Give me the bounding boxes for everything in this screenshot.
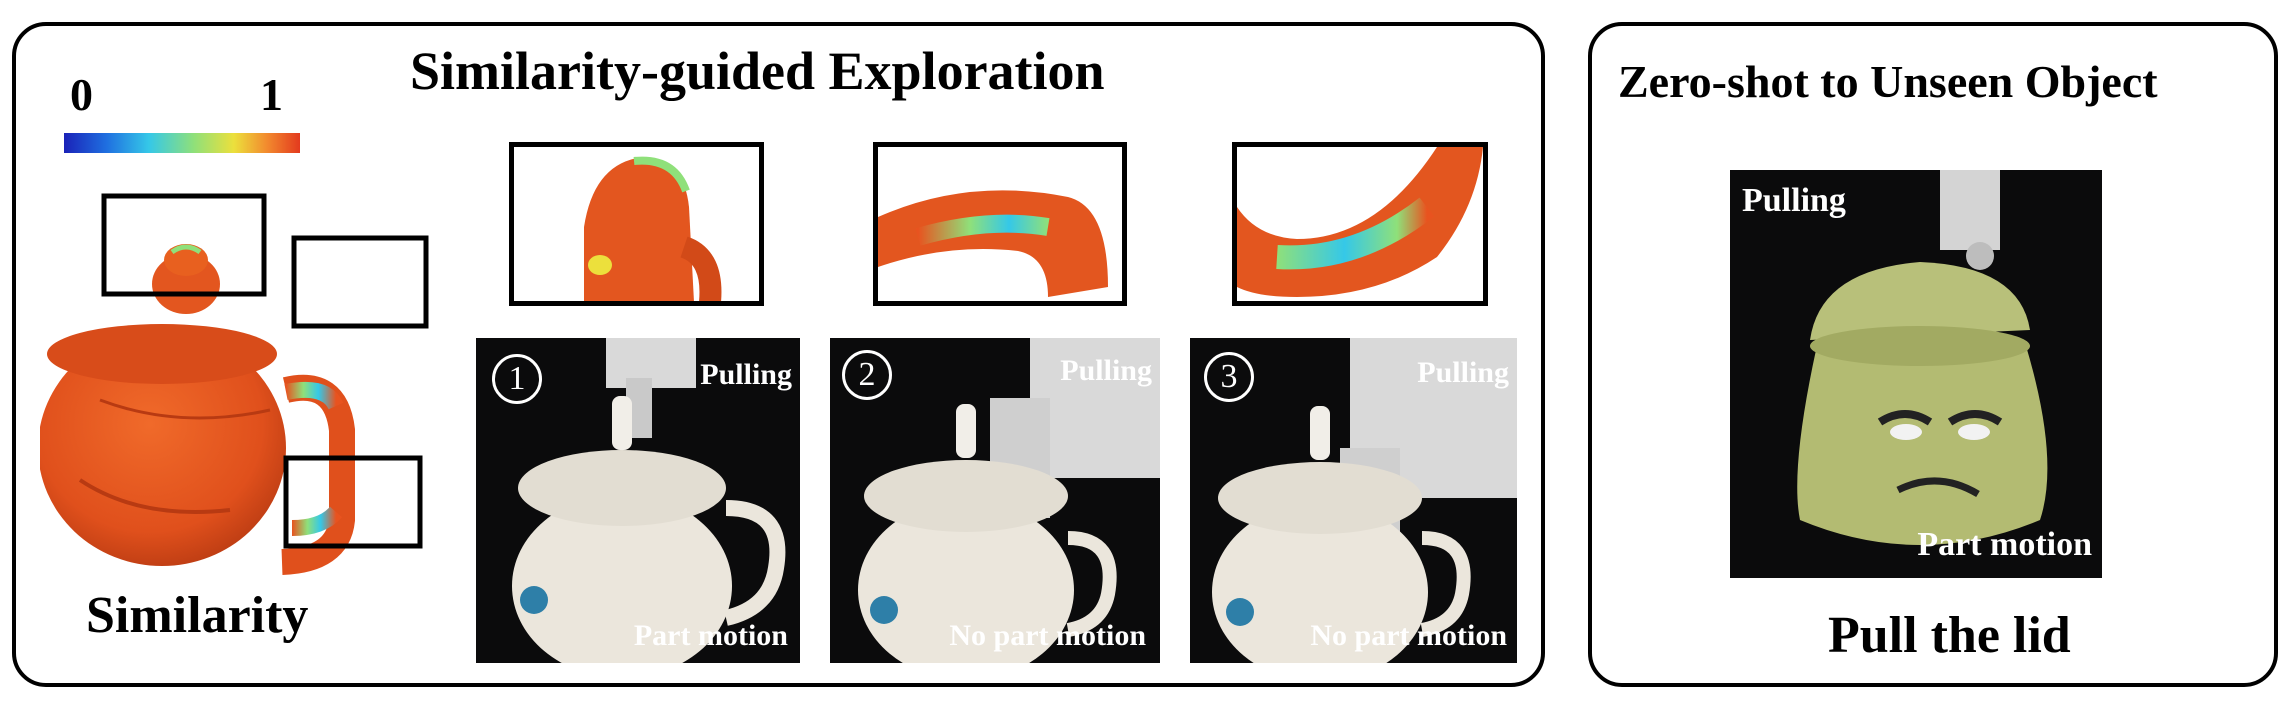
task-caption: Pull the lid	[1828, 607, 2071, 664]
colorbar-min-label: 0	[70, 69, 93, 120]
unseen-action: Pulling	[1742, 182, 1846, 219]
unseen-object-photo: Pulling Part motion	[1730, 170, 2102, 578]
panel-title: Zero-shot to Unseen Object	[1618, 56, 2158, 107]
zoom-crop-lid	[509, 142, 764, 306]
step-1-result: Part motion	[633, 619, 788, 652]
step-1-photo: 1 Pulling Part motion	[476, 338, 800, 663]
step-2-action: Pulling	[1060, 354, 1152, 387]
colorbar-max-label: 1	[260, 69, 283, 120]
step-3-action: Pulling	[1417, 356, 1509, 389]
step-number-badge: 2	[842, 350, 892, 400]
panel-title: Similarity-guided Exploration	[410, 41, 1105, 101]
handle-top-highlight-box	[291, 235, 429, 329]
similarity-heatmap-teapot	[40, 193, 429, 575]
similarity-colorbar	[64, 133, 300, 153]
step-1-action: Pulling	[700, 358, 792, 391]
handle-bottom-highlight-box	[283, 455, 423, 549]
step-2-photo: 2 Pulling No part motion	[830, 338, 1160, 663]
step-3-result: No part motion	[1310, 619, 1507, 652]
unseen-result: Part motion	[1917, 526, 2092, 563]
zoom-crop-handle-top	[873, 142, 1127, 306]
lid-highlight-box	[101, 193, 267, 297]
zoom-crop-handle-bottom	[1232, 142, 1488, 306]
step-3-photo: 3 Pulling No part motion	[1190, 338, 1517, 663]
step-number-badge: 3	[1204, 352, 1254, 402]
similarity-label: Similarity	[86, 587, 309, 644]
step-2-result: No part motion	[949, 619, 1146, 652]
step-number-badge: 1	[492, 354, 542, 404]
